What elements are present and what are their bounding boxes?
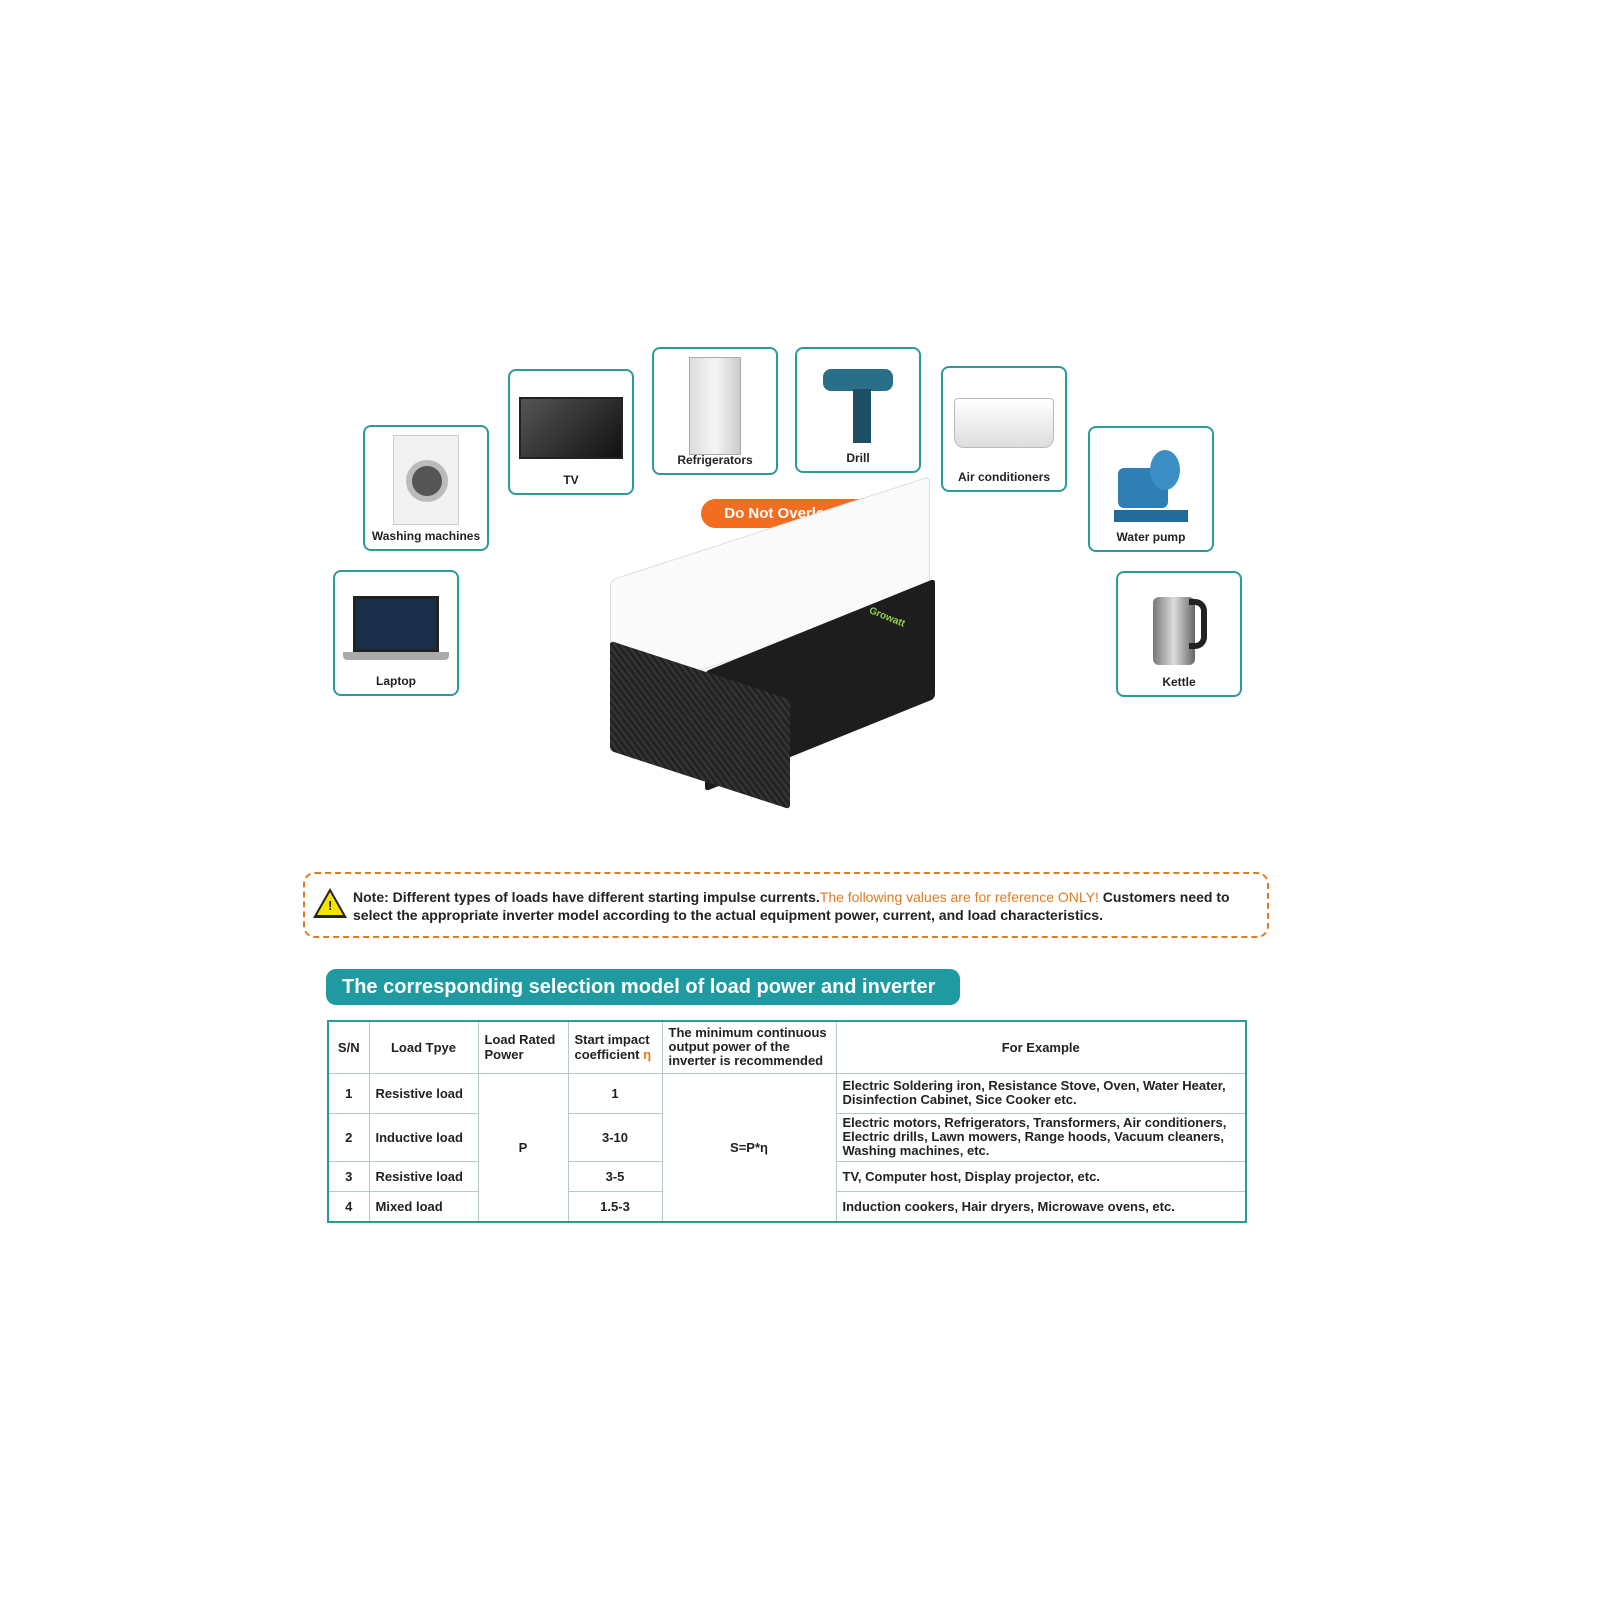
cell-type: Resistive load <box>368 1072 479 1114</box>
cell-example: TV, Computer host, Display projector, et… <box>835 1160 1247 1192</box>
appliance-label: Air conditioners <box>957 470 1050 484</box>
tv-icon <box>519 397 623 459</box>
cell-coef: 3-5 <box>567 1160 663 1192</box>
note-highlight: The following values are for reference O… <box>819 889 1099 905</box>
cell-type: Resistive load <box>368 1160 479 1192</box>
appliance-label: Laptop <box>376 674 416 688</box>
appliance-label: Washing machines <box>371 529 481 543</box>
inverter-product-image: Growatt <box>600 476 945 810</box>
cell-sn: 2 <box>327 1112 370 1162</box>
appliance-card-refrigerator: Refrigerators <box>652 347 778 475</box>
header-load-type: Load Tpye <box>368 1020 479 1074</box>
cell-example: Electric motors, Refrigerators, Transfor… <box>835 1112 1247 1162</box>
drill-icon <box>823 363 893 443</box>
appliance-label: Refrigerators <box>677 453 753 467</box>
header-coefficient: Start impact coefficient η <box>567 1020 663 1074</box>
washing-machine-icon <box>393 435 459 525</box>
appliance-card-air-conditioner: Air conditioners <box>941 366 1067 492</box>
header-sn: S/N <box>327 1020 370 1074</box>
air-conditioner-icon <box>954 398 1054 448</box>
warning-icon: ! <box>313 888 347 918</box>
cell-coef: 1 <box>567 1072 663 1114</box>
appliance-card-laptop: Laptop <box>333 570 459 696</box>
cell-coef: 3-10 <box>567 1112 663 1162</box>
appliance-label: Water pump <box>1116 530 1186 544</box>
eta-symbol: η <box>643 1047 652 1063</box>
kettle-icon <box>1149 591 1209 673</box>
table-row: 2 Inductive load 3-10 Electric motors, R… <box>327 1112 1247 1162</box>
note-text: Note: Different types of loads have diff… <box>353 889 820 905</box>
cell-sn: 3 <box>327 1160 370 1192</box>
header-min-power: The minimum continuous output power of t… <box>661 1020 837 1074</box>
appliance-card-water-pump: Water pump <box>1088 426 1214 552</box>
water-pump-icon <box>1114 438 1188 528</box>
table-row: 3 Resistive load 3-5 TV, Computer host, … <box>327 1160 1247 1192</box>
note-box: ! Note: Different types of loads have di… <box>303 872 1269 938</box>
laptop-icon <box>343 596 449 662</box>
cell-type: Mixed load <box>368 1190 479 1223</box>
appliance-card-washing-machine: Washing machines <box>363 425 489 551</box>
cell-coef: 1.5-3 <box>567 1190 663 1223</box>
appliance-label: Kettle <box>1162 675 1196 689</box>
header-coefficient-text: Start impact coefficient <box>574 1032 650 1063</box>
cell-type: Inductive load <box>368 1112 479 1162</box>
load-selection-table: S/N Load Tpye Load Rated Power Start imp… <box>327 1020 1247 1223</box>
header-rated-power: Load Rated Power <box>477 1020 569 1074</box>
table-header-row: S/N Load Tpye Load Rated Power Start imp… <box>327 1020 1247 1074</box>
section-title: The corresponding selection model of loa… <box>326 969 960 1005</box>
refrigerator-icon <box>689 357 741 455</box>
cell-sn: 1 <box>327 1072 370 1114</box>
header-example: For Example <box>835 1020 1247 1074</box>
appliance-label: TV <box>563 473 579 487</box>
appliance-card-drill: Drill <box>795 347 921 473</box>
table-row: 1 Resistive load P 1 S=P*η Electric Sold… <box>327 1072 1247 1223</box>
appliance-label: Drill <box>846 451 870 465</box>
appliance-card-kettle: Kettle <box>1116 571 1242 697</box>
note-text-cont: Customers need to select the appropriate… <box>353 889 1230 923</box>
appliance-card-tv: TV <box>508 369 634 495</box>
cell-rated-power: P <box>477 1072 569 1223</box>
cell-sn: 4 <box>327 1190 370 1223</box>
cell-formula: S=P*η <box>661 1072 837 1223</box>
cell-example: Induction cookers, Hair dryers, Microwav… <box>835 1190 1247 1223</box>
cell-example: Electric Soldering iron, Resistance Stov… <box>835 1072 1247 1114</box>
table-row: 4 Mixed load 1.5-3 Induction cookers, Ha… <box>327 1190 1247 1223</box>
